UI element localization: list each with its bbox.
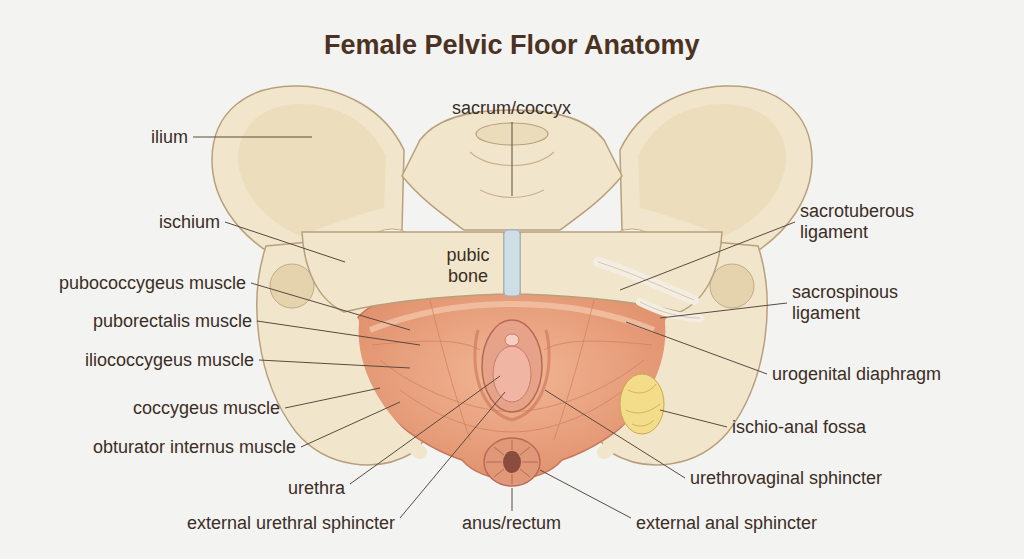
anatomy-label: anus/rectum	[462, 513, 561, 534]
front-bones	[302, 230, 722, 452]
openings	[482, 320, 542, 486]
anatomy-label: urethrovaginal sphincter	[690, 468, 882, 489]
anatomy-label: pubic bone	[438, 245, 498, 287]
anatomy-label: urethra	[288, 478, 345, 499]
diagram-title: Female Pelvic Floor Anatomy	[324, 30, 700, 61]
pelvic-bones	[212, 86, 812, 465]
anatomy-label: pubococcygeus muscle	[59, 273, 246, 294]
anatomy-label: sacrotuberous ligament	[800, 201, 950, 243]
anatomy-label: external anal sphincter	[636, 513, 817, 534]
anatomy-label: sacrospinous ligament	[792, 282, 932, 324]
anatomy-label: urogenital diaphragm	[772, 364, 941, 385]
ligaments	[598, 262, 700, 434]
anatomy-label: obturator internus muscle	[93, 437, 296, 458]
anatomy-label: ischium	[159, 212, 220, 233]
anatomy-label: sacrum/coccyx	[452, 98, 571, 119]
leader-lines	[193, 122, 795, 518]
anatomy-label: iliococcygeus muscle	[85, 350, 254, 371]
anatomy-label: puborectalis muscle	[93, 311, 252, 332]
anatomy-label: external urethral sphincter	[187, 513, 395, 534]
anatomy-label: ischio-anal fossa	[732, 417, 866, 438]
anatomy-label: ilium	[151, 127, 188, 148]
anatomy-label: coccygeus muscle	[133, 398, 280, 419]
